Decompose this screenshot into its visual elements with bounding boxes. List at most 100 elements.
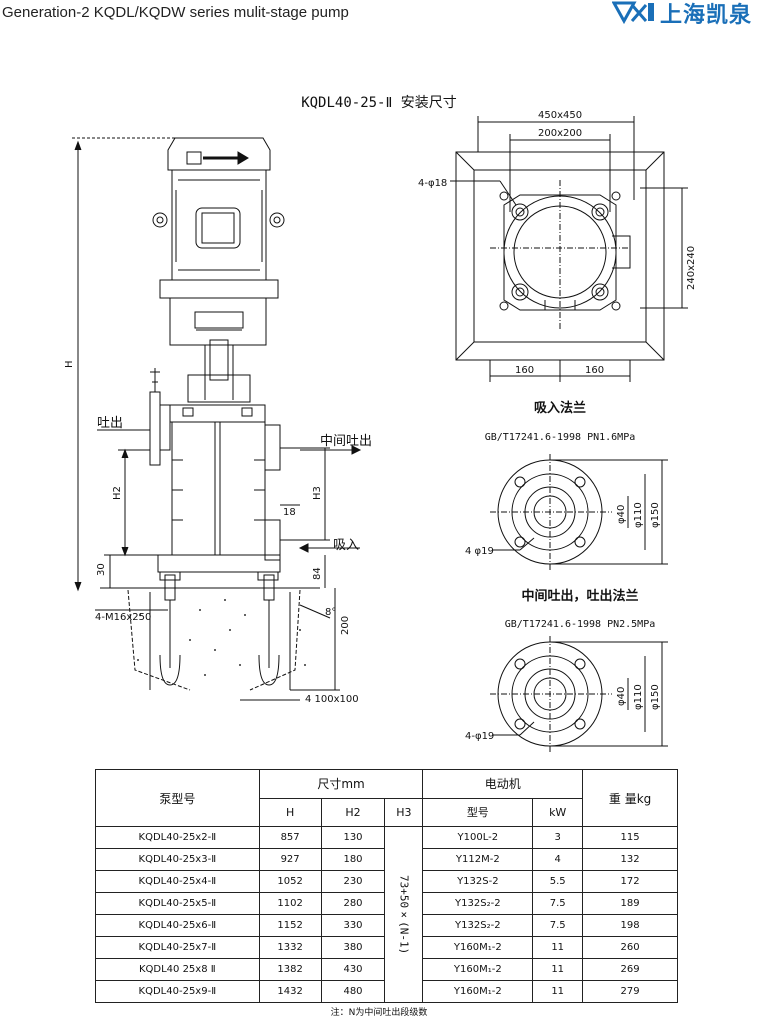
- cell-h: 1382: [258, 958, 322, 981]
- anchor-bolts-label: 4-M16x250: [95, 612, 151, 623]
- col-header-motor: 电动机: [422, 769, 584, 799]
- discharge-flange-standard: GB/T17241.6-1998 PN2.5MPa: [505, 619, 656, 630]
- cell-motor: Y160M₁-2: [422, 980, 534, 1003]
- cell-h: 927: [258, 848, 322, 871]
- dim-200-label: 200: [340, 616, 351, 635]
- discharge-flange-title: 中间吐出，吐出法兰: [521, 588, 638, 604]
- discharge-flange-view: [490, 636, 668, 752]
- pump-elevation: [72, 137, 362, 701]
- cell-h: 1432: [258, 980, 322, 1003]
- suction-flange-standard: GB/T17241.6-1998 PN1.6MPa: [485, 432, 636, 443]
- header-title: Generation-2 KQDL/KQDW series mulit-stag…: [2, 4, 349, 21]
- mid-discharge-label: 中间吐出: [320, 434, 372, 449]
- dim-h-label: H: [64, 360, 75, 368]
- suction-holes-label: 4 φ19: [465, 546, 494, 557]
- table-row: KQDL40-25x9-Ⅱ 1432 480 Y160M₁-2 11 279: [95, 980, 678, 1003]
- cell-h: 1102: [258, 892, 322, 915]
- discharge-d-outer: φ150: [650, 684, 661, 710]
- cell-h2: 180: [320, 848, 386, 871]
- col-header-dims: 尺寸mm: [258, 769, 424, 799]
- pocket-label: 4 100x100: [305, 694, 359, 705]
- suction-d-outer: φ150: [650, 502, 661, 528]
- cell-weight: 279: [582, 980, 678, 1003]
- table-row: KQDL40-25x2-Ⅱ 857 130 73+50×(N-1) Y100L-…: [95, 826, 678, 1003]
- cell-model: KQDL40-25x3-Ⅱ: [95, 848, 260, 871]
- cell-weight: 115: [582, 826, 678, 849]
- discharge-d-mid: φ110: [633, 684, 644, 710]
- cell-weight: 269: [582, 958, 678, 981]
- cell-model: KQDL40-25x5-Ⅱ: [95, 892, 260, 915]
- col-header-motor-model: 型号: [422, 797, 534, 827]
- discharge-label: 吐出: [97, 416, 123, 431]
- cell-motor: Y132S₂-2: [422, 914, 534, 937]
- cell-h2: 280: [320, 892, 386, 915]
- logo-text: 上海凯泉: [659, 3, 752, 28]
- discharge-d-inner: φ40: [616, 687, 627, 706]
- cell-weight: 132: [582, 848, 678, 871]
- suction-d-mid: φ110: [633, 502, 644, 528]
- suction-d-inner: φ40: [616, 505, 627, 524]
- suction-label: 吸入: [333, 538, 359, 553]
- cell-weight: 189: [582, 892, 678, 915]
- cell-motor: Y100L-2: [422, 826, 534, 849]
- dim-18-label: 18: [283, 507, 296, 518]
- col-header-weight: 重 量kg: [582, 769, 678, 827]
- base-side-dim: 240x240: [686, 246, 697, 290]
- col-header-h2: H2: [320, 797, 386, 827]
- base-left-dim: 160: [515, 365, 534, 376]
- cell-kw: 3: [532, 826, 584, 849]
- spec-table: 泵型号 尺寸mm 电动机 重 量kg H H2 H3 型号 kW KQDL40-…: [95, 769, 678, 1003]
- base-right-dim: 160: [585, 365, 604, 376]
- table-row: KQDL40 25x8 Ⅱ 1382 430 Y160M₁-2 11 269: [95, 958, 678, 981]
- cell-motor: Y132S-2: [422, 870, 534, 893]
- cell-h: 857: [258, 826, 322, 849]
- suction-flange-view: [490, 454, 668, 570]
- cell-kw: 11: [532, 936, 584, 959]
- cell-model: KQDL40-25x6-Ⅱ: [95, 914, 260, 937]
- col-header-h3: H3: [384, 797, 424, 827]
- cell-kw: 7.5: [532, 892, 584, 915]
- brand-logo: 上海凯泉: [611, 0, 752, 28]
- cell-kw: 4: [532, 848, 584, 871]
- angle-label: 8°: [325, 607, 336, 618]
- cell-kw: 5.5: [532, 870, 584, 893]
- cell-motor: Y132S₂-2: [422, 892, 534, 915]
- installation-drawing: 吐出 中间吐出 吸入 H H2 H3 30 18 84 200 8° 4-M16…: [64, 110, 697, 752]
- cell-h2: 130: [320, 826, 386, 849]
- col-header-kw: kW: [532, 797, 584, 827]
- kaiquan-logo-icon: [611, 1, 654, 25]
- cell-h: 1332: [258, 936, 322, 959]
- cell-model: KQDL40-25x7-Ⅱ: [95, 936, 260, 959]
- cell-weight: 198: [582, 914, 678, 937]
- cell-model: KQDL40-25x4-Ⅱ: [95, 870, 260, 893]
- dim-h3-label: H3: [312, 486, 323, 500]
- discharge-holes-label: 4-φ19: [465, 731, 494, 742]
- cell-h3-formula: 73+50×(N-1): [384, 826, 424, 1003]
- cell-h: 1052: [258, 870, 322, 893]
- diagram-title: KQDL40-25-Ⅱ 安装尺寸: [301, 95, 457, 111]
- cell-kw: 11: [532, 980, 584, 1003]
- cell-model: KQDL40 25x8 Ⅱ: [95, 958, 260, 981]
- cell-motor: Y160M₁-2: [422, 958, 534, 981]
- dim-84-label: 84: [312, 567, 323, 580]
- cell-h2: 480: [320, 980, 386, 1003]
- table-row: KQDL40-25x4-Ⅱ 1052 230 Y132S-2 5.5 172: [95, 870, 678, 893]
- cell-h2: 230: [320, 870, 386, 893]
- cell-motor: Y112M-2: [422, 848, 534, 871]
- base-inner-dim: 200x200: [538, 128, 582, 139]
- base-outer-dim: 450x450: [538, 110, 582, 121]
- cell-h2: 330: [320, 914, 386, 937]
- dim-30-label: 30: [96, 563, 107, 576]
- cell-h2: 380: [320, 936, 386, 959]
- cell-h: 1152: [258, 914, 322, 937]
- base-plate-view: [450, 116, 688, 382]
- suction-flange-title: 吸入法兰: [534, 400, 586, 416]
- col-header-h: H: [258, 797, 322, 827]
- cell-model: KQDL40-25x9-Ⅱ: [95, 980, 260, 1003]
- cell-motor: Y160M₁-2: [422, 936, 534, 959]
- cell-kw: 11: [532, 958, 584, 981]
- table-row: KQDL40-25x7-Ⅱ 1332 380 Y160M₁-2 11 260: [95, 936, 678, 959]
- table-note: 注：N为中间吐出段级数: [330, 1008, 428, 1018]
- col-header-model: 泵型号: [95, 769, 260, 827]
- table-subheader-row: H H2 H3 型号 kW: [96, 797, 678, 827]
